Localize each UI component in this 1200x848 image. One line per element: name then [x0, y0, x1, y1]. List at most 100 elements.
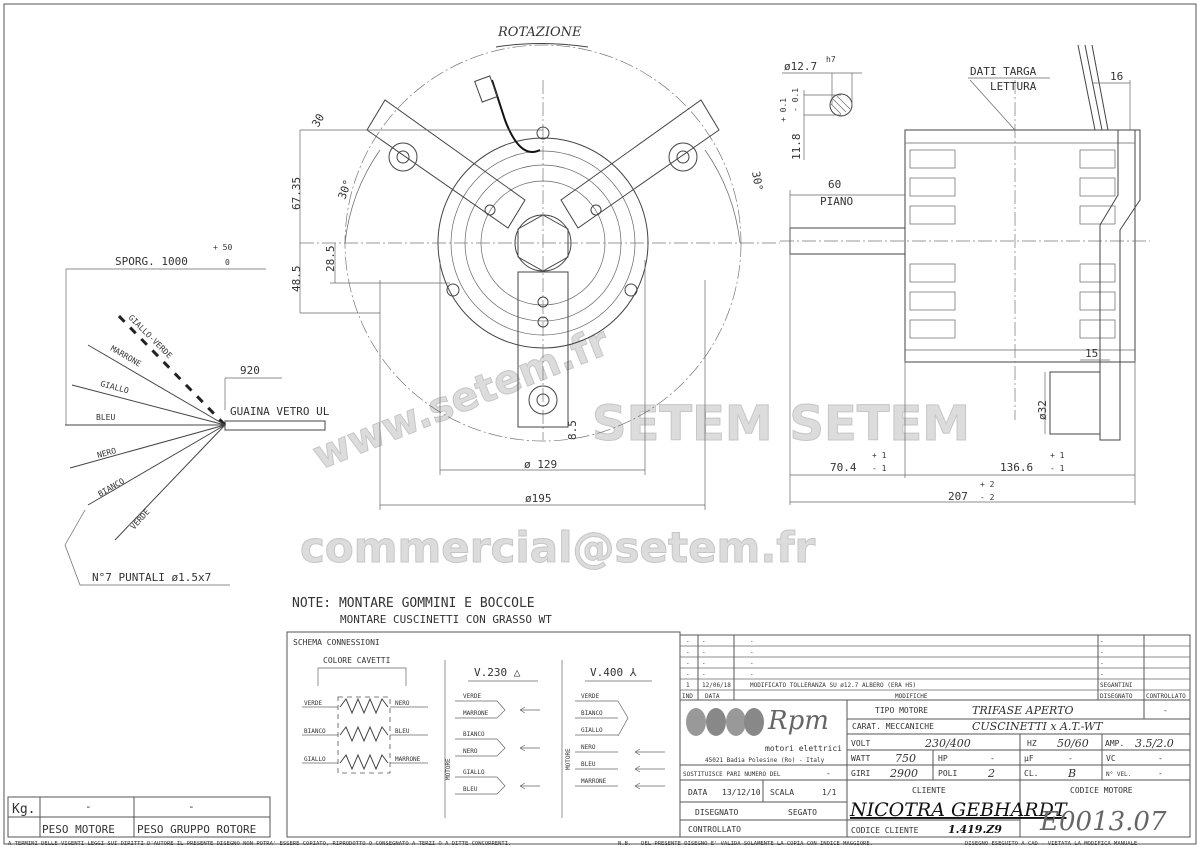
revision-ind: 1	[686, 682, 690, 689]
watt-label: WATT	[851, 754, 870, 763]
dim-dia-129: ø 129	[524, 458, 557, 471]
rotation-label: ROTAZIONE	[497, 25, 582, 40]
revision-date: -	[702, 638, 706, 645]
revision-ind: -	[686, 638, 690, 645]
revision-ind: -	[686, 671, 690, 678]
winding-coil-icon	[339, 725, 389, 743]
revision-drawn: -	[1100, 660, 1104, 667]
dim-70-4-tol-minus: - 1	[872, 464, 887, 473]
volt-value: 230/400	[924, 737, 971, 750]
hz-value: 50/60	[1057, 737, 1089, 750]
drawn-value: SEGATO	[788, 808, 817, 817]
note-line-1: NOTE: MONTARE GOMMINI E BOCCOLE	[292, 596, 535, 611]
watermark-email: commercial@setem.fr	[300, 523, 816, 572]
mech-value: CUSCINETTI x A.T.-WT	[972, 720, 1104, 733]
motor-type-value: TRIFASE APERTO	[972, 704, 1073, 717]
checked-label: CONTROLLATO	[688, 825, 741, 834]
sleeve-length: 920	[240, 364, 260, 377]
v230-lead-label: NERO	[463, 748, 478, 755]
v230-lead-label: BIANCO	[463, 731, 485, 738]
motor-code-label: CODICE MOTORE	[1070, 786, 1133, 795]
v400-lead-label: MARRONE	[581, 778, 607, 785]
note-line-2: MONTARE CUSCINETTI CON GRASSO WT	[340, 613, 552, 626]
shaft-flat: 11.8	[790, 134, 803, 161]
winding-lead-left: VERDE	[304, 700, 322, 707]
v400-lead-label: BIANCO	[581, 710, 603, 717]
dim-60: 60	[828, 178, 841, 191]
wire-label: GIALLO-VERDE	[127, 313, 174, 360]
revision-text: -	[750, 638, 754, 645]
rpm-logo: Rpm	[686, 706, 829, 736]
dim-16: 16	[1110, 70, 1123, 83]
rpm-value: 2900	[889, 767, 918, 780]
watermark: www.setem.fr SETEM SETEM commercial@sete…	[300, 318, 971, 572]
client-label: CLIENTE	[912, 786, 946, 795]
dim-angle-left: 30°	[336, 178, 355, 201]
vc-label: VC	[1106, 754, 1116, 763]
dim-15: 15	[1085, 347, 1098, 360]
nameplate-label-2: LETTURA	[990, 80, 1037, 93]
wire-colors-title: COLORE CAVETTI	[323, 656, 391, 665]
dim-dia-32: ø32	[1036, 400, 1049, 420]
winding-lead-left: BIANCO	[304, 728, 326, 735]
side-view: DATI TARGA LETTURA 16 60 PIANO 15 ø32 70…	[780, 44, 1150, 505]
nameplate-label-1: DATI TARGA	[970, 65, 1037, 78]
wire-label: BIANCO	[97, 476, 127, 498]
dim-70-4: 70.4	[830, 461, 857, 474]
rev-header-checked: CONTROLLATO	[1146, 693, 1186, 700]
rev-header-ind: IND	[682, 693, 693, 700]
flat-label: PIANO	[820, 195, 853, 208]
shaft-diameter: ø12.7	[784, 60, 817, 73]
date-label: DATA	[688, 788, 707, 797]
motor-weight-label: PESO MOTORE	[42, 823, 115, 836]
rev-header-date: DATA	[705, 693, 720, 700]
poles-label: POLI	[938, 769, 957, 778]
scale-label: SCALA	[770, 788, 794, 797]
drawing-frame	[3, 3, 1197, 845]
hz-label: HZ	[1027, 739, 1037, 748]
arrow-left-icon	[519, 744, 540, 752]
shaft-tolerance: h7	[826, 55, 836, 64]
rev-header-drawn: DISEGNATO	[1100, 693, 1133, 700]
dim-207-tol-minus: - 2	[980, 493, 995, 502]
dim-28-5: 28.5	[324, 246, 337, 273]
revision-drawn: -	[1100, 671, 1104, 678]
glass-sleeve	[224, 420, 326, 431]
replaces-label: SOSTITUISCE PARI NUMERO DEL	[683, 771, 781, 778]
front-view: ROTAZIONE	[290, 25, 780, 510]
arrow-left-icon	[634, 782, 665, 790]
v400-title: V.400 ⅄	[590, 666, 637, 679]
wire-label: BLEU	[96, 413, 115, 422]
lead-wires: SPORG. 1000 + 50 0 920 GUAINA VETRO UL G…	[64, 243, 330, 586]
shaft-flat-tol-plus: + 0.1	[779, 98, 788, 122]
dim-67-35: 67.35	[290, 177, 303, 210]
company-address: 45021 Badia Polesine (Ro) - Italy	[705, 757, 825, 764]
client-code-label: CODICE CLIENTE	[851, 826, 919, 835]
rotation-arrow-icon	[495, 43, 589, 48]
replaces-value: -	[826, 769, 831, 778]
watermark-brand: SETEM SETEM	[592, 396, 970, 452]
motor-weight: -	[85, 800, 92, 813]
mounting-arm-bottom	[517, 271, 569, 428]
uf-label: µF	[1024, 754, 1034, 763]
amp-value: 3.5/2.0	[1135, 737, 1174, 750]
dim-207: 207	[948, 490, 968, 503]
revision-date: 12/06/18	[702, 682, 731, 689]
revision-text: -	[750, 649, 754, 656]
sleeve-label: GUAINA VETRO UL	[230, 405, 330, 418]
dim-136-6-tol-minus: - 1	[1050, 464, 1065, 473]
arrow-left-icon	[519, 706, 540, 714]
dim-8-5: 8.5	[566, 420, 579, 440]
rpm-label: GIRI	[851, 769, 870, 778]
v400-motor-label: MOTORE	[565, 748, 572, 770]
v230-lead-label: MARRONE	[463, 710, 489, 717]
title-block: Rpm motori elettrici 45021 Badia Polesin…	[679, 699, 1191, 838]
cad-notice: DISEGNO ESEGUITO A CAD - VIETATA LA MODI…	[965, 841, 1137, 847]
lead-wire	[491, 79, 541, 153]
v230-lead-label: GIALLO	[463, 769, 485, 776]
shaft-section: ø12.7 h7 11.8 + 0.1 - 0.1	[779, 55, 862, 160]
dim-30: 30	[309, 112, 327, 130]
winding-lead-right: NERO	[395, 700, 410, 707]
